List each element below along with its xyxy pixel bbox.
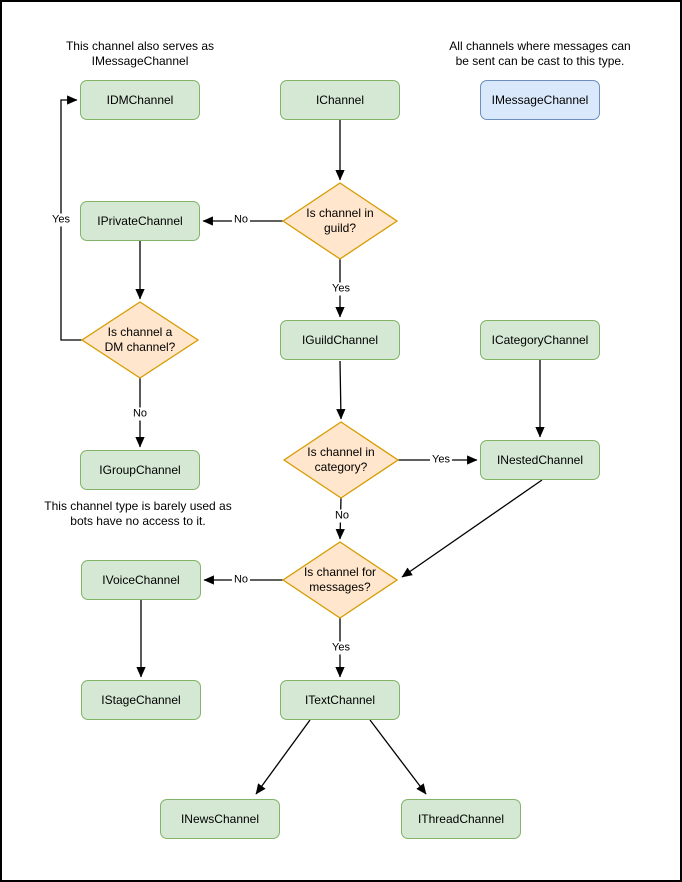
annotation-barely-used: This channel type is barely used as bots… bbox=[44, 499, 231, 529]
node-imessagechannel: IMessageChannel bbox=[480, 80, 600, 120]
decision-for-messages-label: Is channel for messages? bbox=[304, 565, 376, 595]
node-label: IDMChannel bbox=[106, 93, 174, 107]
node-label: IThreadChannel bbox=[417, 812, 505, 826]
node-iguildchannel: IGuildChannel bbox=[280, 320, 400, 360]
decision-in-guild-label: Is channel in guild? bbox=[306, 206, 373, 236]
decision-line: Is channel in bbox=[306, 206, 374, 220]
node-label: IStageChannel bbox=[101, 693, 181, 707]
node-label: IMessageChannel bbox=[491, 93, 589, 107]
annotation-serves-as: This channel also serves as IMessageChan… bbox=[66, 39, 214, 69]
edge-label-dm-yes: Yes bbox=[50, 213, 72, 227]
edge-label-messages-yes: Yes bbox=[330, 641, 352, 655]
decision-for-messages-shape bbox=[281, 541, 399, 619]
decision-in-guild-shape bbox=[281, 182, 399, 260]
decision-line: DM channel? bbox=[104, 340, 176, 354]
edge-label-messages-no: No bbox=[231, 573, 251, 587]
edge-label-guild-no: No bbox=[231, 213, 251, 227]
node-iprivatechannel: IPrivateChannel bbox=[80, 201, 200, 241]
decision-is-dm-label: Is channel a DM channel? bbox=[105, 325, 176, 355]
annotation-line: bots have no access to it. bbox=[70, 514, 206, 528]
edge-inested-to-messages-decision bbox=[401, 479, 543, 578]
annotation-cast-type: All channels where messages can be sent … bbox=[449, 39, 630, 69]
edge-itext-to-inews bbox=[255, 719, 311, 795]
node-ivoicechannel: IVoiceChannel bbox=[81, 560, 201, 600]
node-label: ITextChannel bbox=[304, 693, 376, 707]
annotation-line: be sent can be cast to this type. bbox=[455, 54, 625, 68]
edge-label-dm-no: No bbox=[130, 407, 150, 421]
annotation-line: IMessageChannel bbox=[91, 54, 189, 68]
decision-line: category? bbox=[314, 460, 368, 474]
annotation-line: This channel also serves as bbox=[65, 39, 215, 53]
node-label: IVoiceChannel bbox=[102, 573, 180, 587]
decision-line: guild? bbox=[323, 221, 357, 235]
decision-line: Is channel in bbox=[307, 445, 375, 459]
node-label: INestedChannel bbox=[496, 453, 584, 467]
node-ichannel: IChannel bbox=[280, 80, 400, 120]
node-label: IGuildChannel bbox=[301, 333, 379, 347]
node-igroupchannel: IGroupChannel bbox=[80, 450, 200, 490]
edge-label-guild-yes: Yes bbox=[330, 282, 352, 296]
node-label: IChannel bbox=[315, 93, 365, 107]
annotation-line: All channels where messages can bbox=[449, 39, 631, 53]
edge-itext-to-ithread bbox=[369, 719, 427, 795]
decision-is-dm-shape bbox=[80, 301, 200, 379]
decision-line: messages? bbox=[309, 580, 371, 594]
decision-in-category-shape bbox=[282, 421, 400, 499]
node-ithreadchannel: IThreadChannel bbox=[401, 799, 521, 839]
edge-label-category-no: No bbox=[332, 509, 352, 523]
node-inestedchannel: INestedChannel bbox=[480, 440, 600, 480]
node-icategorychannel: ICategoryChannel bbox=[480, 320, 600, 360]
decision-line: Is channel for bbox=[303, 565, 377, 579]
edge-iguild-to-category-decision bbox=[336, 360, 346, 420]
decision-line: Is channel a bbox=[107, 325, 173, 339]
node-label: ICategoryChannel bbox=[491, 333, 589, 347]
node-idmchannel: IDMChannel bbox=[80, 80, 200, 120]
decision-in-category-label: Is channel in category? bbox=[307, 445, 374, 475]
node-label: IGroupChannel bbox=[99, 463, 181, 477]
node-label: INewsChannel bbox=[180, 812, 260, 826]
annotation-line: This channel type is barely used as bbox=[44, 499, 232, 513]
node-label: IPrivateChannel bbox=[97, 214, 183, 228]
node-istagechannel: IStageChannel bbox=[81, 680, 201, 720]
node-inewschannel: INewsChannel bbox=[160, 799, 280, 839]
node-itextchannel: ITextChannel bbox=[280, 680, 400, 720]
edge-label-category-yes: Yes bbox=[430, 453, 452, 467]
